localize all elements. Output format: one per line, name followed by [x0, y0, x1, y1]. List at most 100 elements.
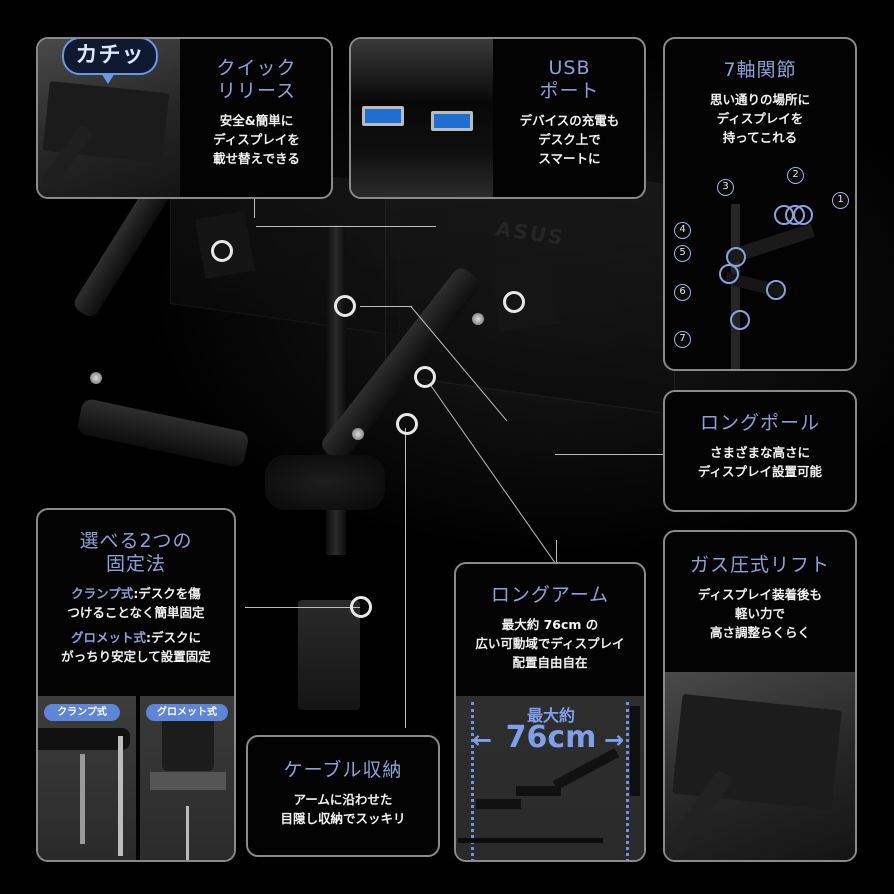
usb-desc: デバイスの充電も — [519, 113, 620, 128]
right-vesa-plate — [490, 254, 560, 332]
callout-line — [555, 454, 665, 455]
mounting-title: 固定法 — [105, 553, 166, 575]
arm-segment — [476, 799, 521, 809]
clamp-screw — [80, 754, 85, 844]
joint-number-5: 5 — [674, 245, 691, 262]
joint-number-7: 7 — [674, 331, 691, 348]
usb-photo — [351, 39, 493, 197]
grommet-post — [162, 716, 214, 771]
callout-line — [360, 306, 412, 307]
callout-ring-quick-release — [211, 240, 233, 262]
seven-axis-desc: ディスプレイを — [716, 111, 804, 126]
pill-clamp: クランプ式 — [44, 704, 120, 721]
usb-title: ポート — [539, 80, 600, 102]
joint-number-4: 4 — [674, 222, 691, 239]
quick-release-title: リリース — [216, 80, 297, 102]
arrow-right-icon: → — [604, 726, 625, 754]
grommet-plate — [150, 772, 226, 790]
long-pole-title: ロングポール — [699, 412, 820, 434]
usb-port-icon — [362, 106, 404, 126]
mounting-title: 選べる2つの — [79, 530, 193, 552]
callout-ring-pole — [334, 295, 356, 317]
joint-number-1: 1 — [832, 192, 849, 209]
quick-release-title: クイック — [216, 57, 297, 79]
panel-gas-lift: ガス圧式リフト ディスプレイ装着後も 軽い力で 高さ調整らくらく — [663, 530, 857, 862]
quick-release-desc: ディスプレイを — [213, 132, 300, 147]
callout-ring-cable — [396, 413, 418, 435]
long-arm-desc: 広い可動域でディスプレイ — [475, 636, 625, 651]
long-arm-desc: 配置自由自在 — [512, 655, 588, 670]
long-pole-desc: ディスプレイ設置可能 — [697, 464, 823, 479]
monitor-back — [672, 693, 842, 811]
grommet-screw — [186, 806, 189, 860]
callout-line — [405, 428, 406, 728]
panel-usb: USB ポート デバイスの充電も デスク上で スマートに — [349, 37, 646, 199]
joint-knob — [352, 428, 364, 440]
joint-number-2: 2 — [787, 167, 804, 184]
gas-lift-desc: ディスプレイ装着後も — [697, 587, 823, 602]
grommet-desc: がっちり安定して設置固定 — [61, 649, 211, 664]
clamp-desc: :デスクを傷 — [133, 586, 201, 601]
cable-title: ケーブル収納 — [283, 759, 403, 781]
side-monitor — [630, 706, 640, 796]
joint-ring — [730, 310, 750, 330]
callout-ring-mount — [350, 596, 372, 618]
joint-ring — [719, 264, 739, 284]
arrow-left-icon: ← — [472, 726, 493, 754]
panel-cable: ケーブル収納 アームに沿わせた 目隠し収納でスッキリ — [246, 735, 440, 857]
joint-ring — [766, 280, 786, 300]
grommet-desc: :デスクに — [146, 630, 201, 645]
desk-surface — [38, 728, 130, 750]
clamp-desc: つけることなく簡単固定 — [67, 605, 205, 620]
callout-line — [556, 540, 557, 562]
panel-mounting: 選べる2つの 固定法 クランプ式:デスクを傷 つけることなく簡単固定 グロメット… — [36, 508, 236, 862]
gas-lift-photo — [665, 672, 855, 860]
click-badge: カチッ — [62, 39, 158, 75]
joint-knob — [472, 313, 484, 325]
joint-ring — [793, 205, 813, 225]
cable-desc: 目隠し収納でスッキリ — [280, 811, 406, 826]
callout-ring-usb — [503, 291, 525, 313]
callout-line — [245, 607, 360, 608]
grommet-label: グロメット式 — [70, 630, 146, 645]
seven-axis-desc: 思い通りの場所に — [709, 92, 810, 107]
gas-lift-title: ガス圧式リフト — [689, 554, 830, 576]
panel-seven-axis: 7軸関節 思い通りの場所に ディスプレイを 持ってこれる 1 2 3 4 5 6… — [663, 37, 857, 371]
pill-grommet: グロメット式 — [146, 704, 228, 721]
joint-number-3: 3 — [717, 179, 734, 196]
desk-edge — [458, 838, 603, 843]
seven-axis-desc: 持ってこれる — [722, 130, 798, 145]
long-arm-desc: 最大約 76cm の — [501, 617, 599, 632]
long-arm-photo: 最大約 76cm ← → — [456, 696, 644, 860]
quick-release-desc: 安全&簡単に — [219, 113, 294, 128]
brand-logo: ASUS — [496, 216, 565, 250]
measure-line-left — [471, 702, 474, 860]
click-badge-tail — [101, 73, 115, 84]
gas-lift-desc: 軽い力で — [734, 606, 785, 621]
long-pole-desc: さまざまな高さに — [709, 445, 810, 460]
long-arm-title: ロングアーム — [490, 584, 610, 606]
cable-desc: アームに沿わせた — [293, 792, 393, 807]
usb-port-icon — [431, 111, 473, 131]
panel-long-pole: ロングポール さまざまな高さに ディスプレイ設置可能 — [663, 390, 857, 512]
gas-lift-desc: 高さ調整らくらく — [709, 625, 810, 640]
panel-quick-release: カチッ クイック リリース 安全&簡単に ディスプレイを 載せ替えできる — [36, 37, 333, 199]
clamp-bracket — [118, 736, 123, 856]
clamp-photo — [38, 696, 136, 860]
callout-line — [254, 196, 255, 218]
callout-line — [256, 226, 436, 227]
mount-base — [265, 455, 385, 510]
measure-label: 最大約 — [526, 706, 575, 725]
click-badge-text: カチッ — [75, 43, 145, 68]
grommet-photo — [140, 696, 234, 860]
usb-desc: スマートに — [538, 151, 601, 166]
joint-number-6: 6 — [674, 284, 691, 301]
usb-desc: デスク上で — [538, 132, 601, 147]
joint-knob — [90, 372, 102, 384]
panel-long-arm: ロングアーム 最大約 76cm の 広い可動域でディスプレイ 配置自由自在 最大… — [454, 562, 646, 862]
callout-ring-long-arm — [414, 366, 436, 388]
desk-clamp — [298, 600, 360, 710]
quick-release-desc: 載せ替えできる — [213, 151, 300, 166]
clamp-label: クランプ式 — [71, 586, 134, 601]
measure-line-right — [626, 702, 629, 860]
